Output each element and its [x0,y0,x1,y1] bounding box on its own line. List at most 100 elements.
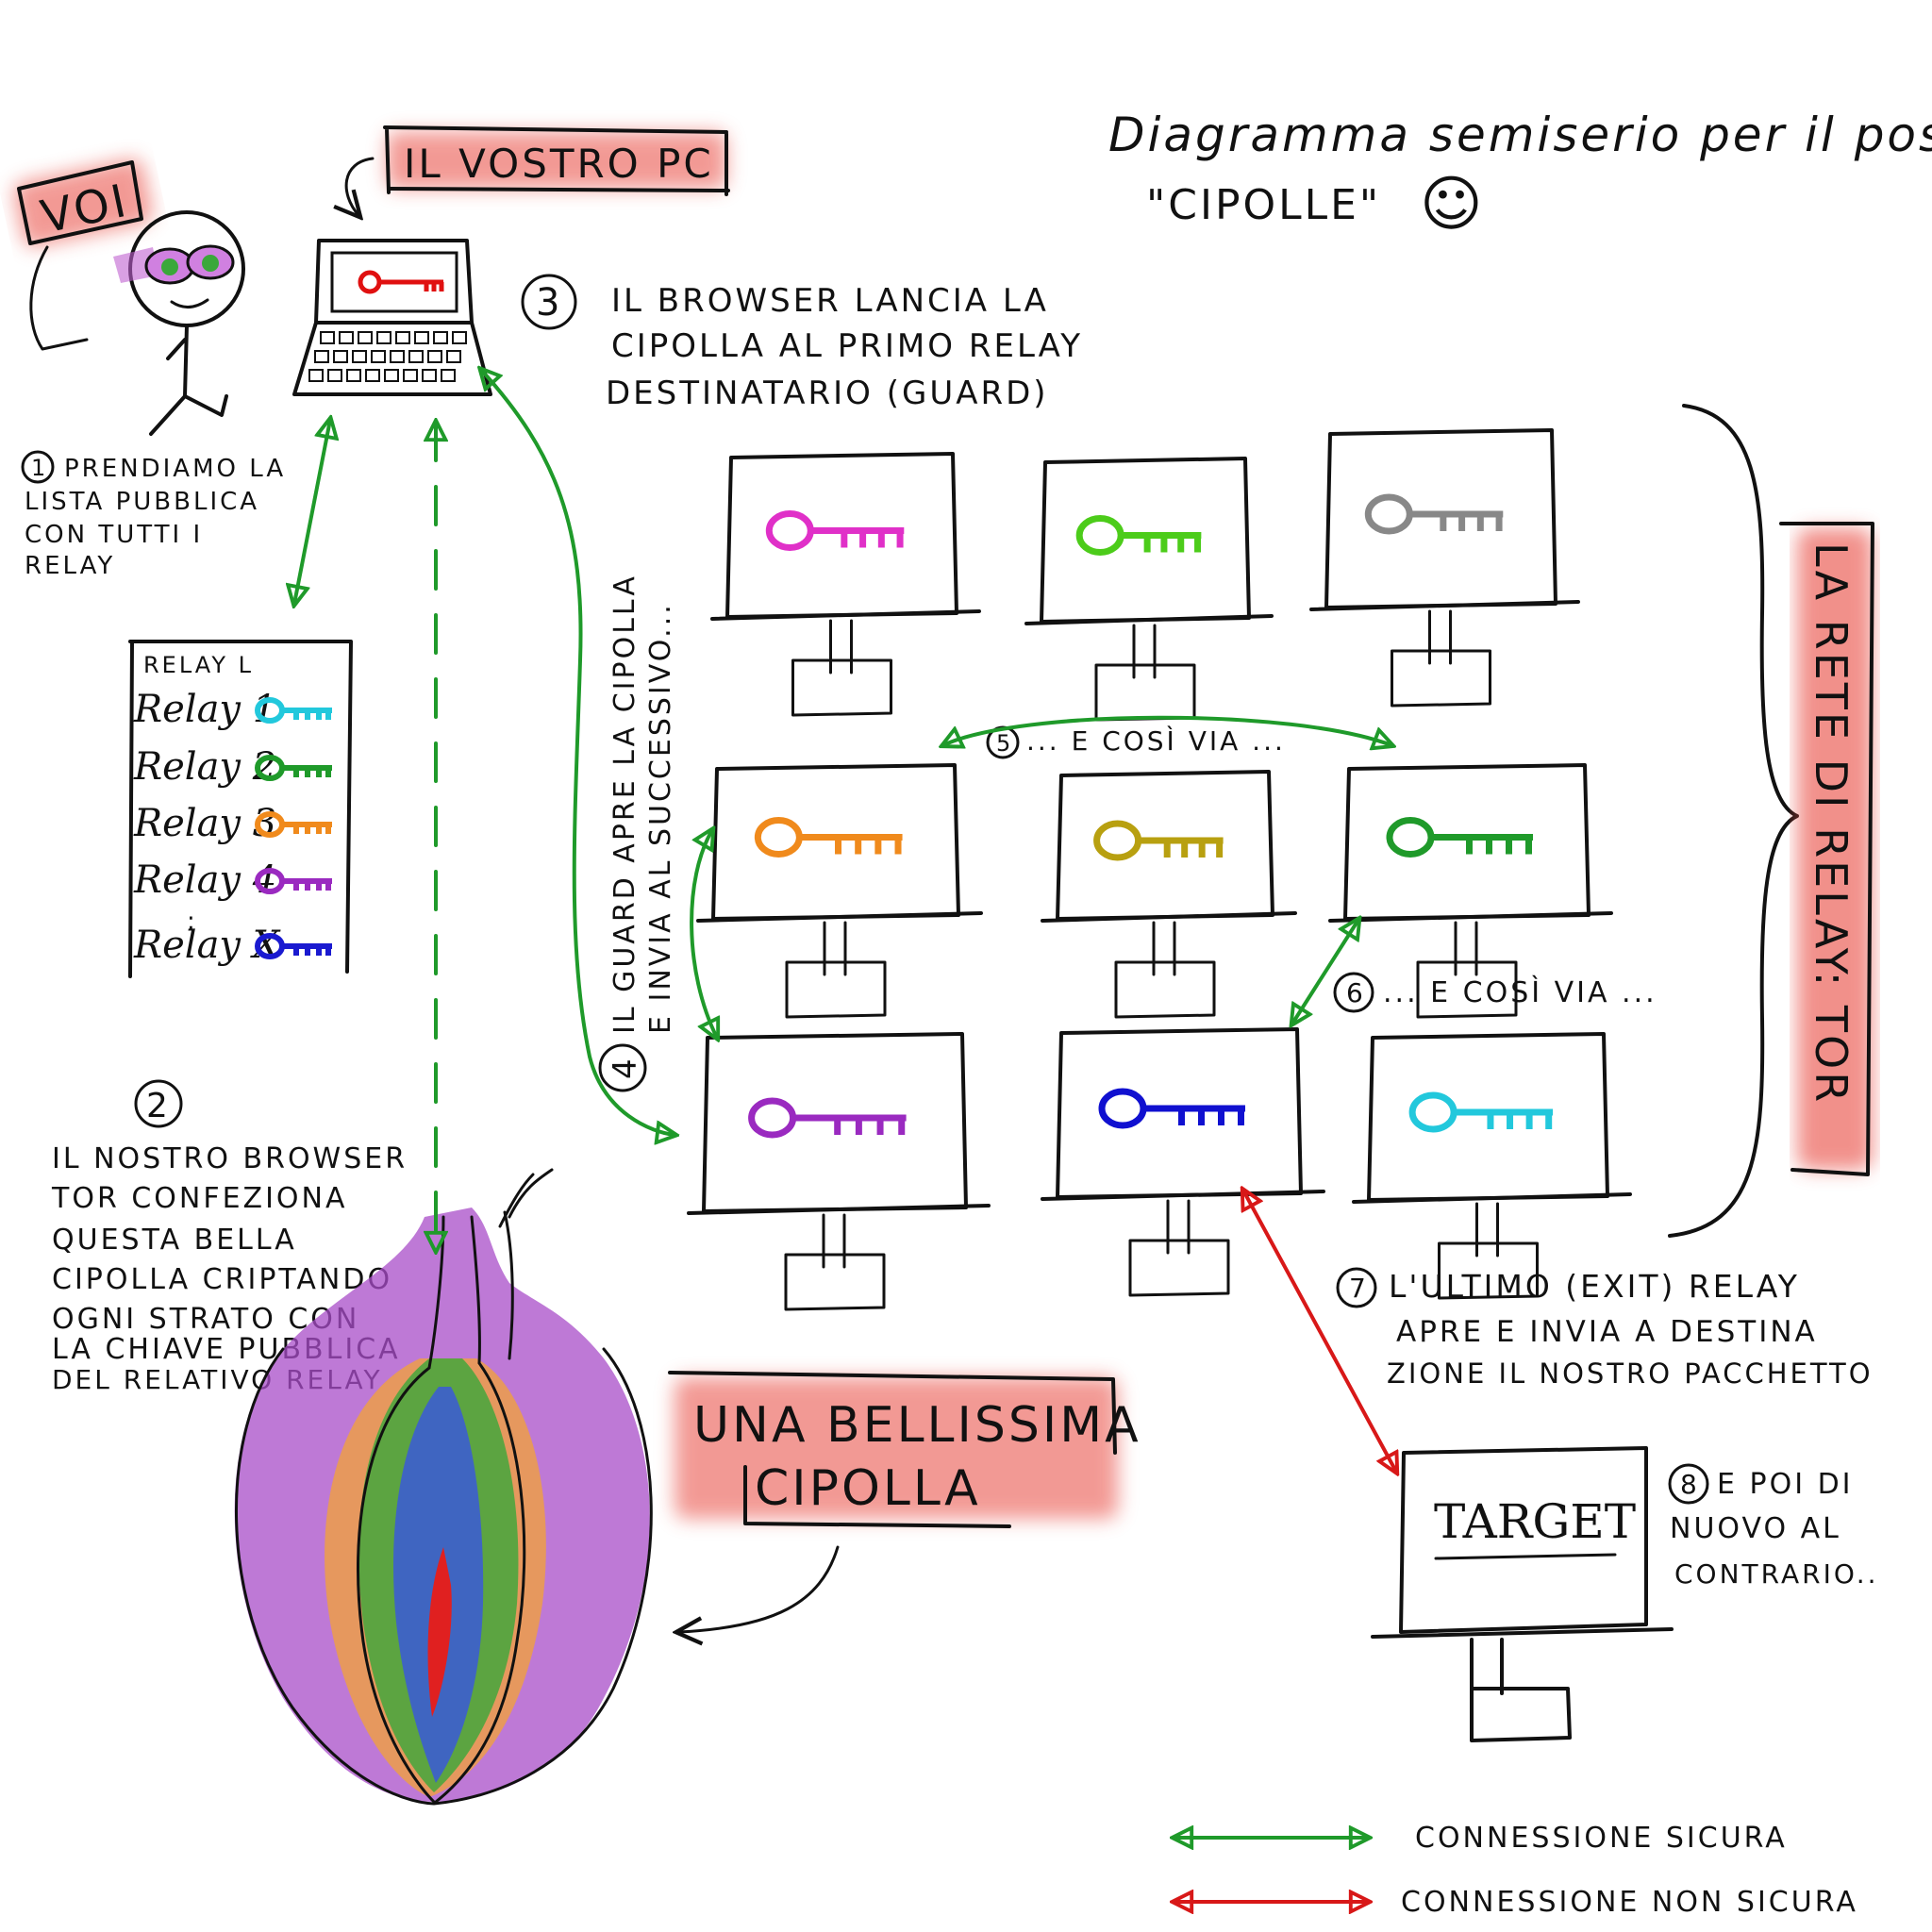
tor-network-label: LA RETE DI RELAY: TOR [1806,542,1857,1105]
pc-banner: IL VOSTRO PC [383,125,730,196]
step-8-number: 8 [1680,1469,1700,1500]
step-7-number: 7 [1349,1273,1369,1304]
title-line-1: Diagramma semiserio per il post [1108,108,1932,162]
svg-text:LISTA PUBBLICA: LISTA PUBBLICA [25,488,259,516]
svg-text:... E COSÌ VIA ...: ... E COSÌ VIA ... [1383,975,1657,1009]
step-7: 7 L'ULTIMO (EXIT) RELAY APRE E INVIA A D… [1336,1267,1874,1390]
relay-list-name: Relay 1 [133,688,276,731]
relay-key-icon [754,817,903,858]
you-arrow-icon [29,245,89,351]
relay-list-key-icon [255,811,332,838]
relay-monitor [1041,1027,1325,1297]
step-6: 6 ... E COSÌ VIA ... [1333,972,1657,1013]
relay-grid [687,428,1632,1311]
arrow-exit-target [1243,1191,1396,1472]
relay-list-header: RELAY L [143,652,254,678]
svg-text:IL GUARD APRE LA CIPOLLA: IL GUARD APRE LA CIPOLLA [608,574,641,1034]
svg-text:CON TUTTI I: CON TUTTI I [25,521,203,549]
laptop-icon [292,239,492,396]
stick-figure-icon [113,210,245,436]
you-group: VOI [13,158,245,436]
svg-text:QUESTA BELLA: QUESTA BELLA [52,1224,297,1257]
svg-text:CIPOLLA CRIPTANDO: CIPOLLA CRIPTANDO [52,1263,392,1296]
arrow-step-5 [943,715,1391,745]
relay-list-key-icon [255,933,332,959]
relay-monitor [1041,770,1297,1019]
step-4-number: 4 [607,1056,644,1079]
onion-banner-line-1: UNA BELLISSIMA [693,1397,1141,1454]
step-6-number: 6 [1346,977,1366,1008]
onion-banner: UNA BELLISSIMA CIPOLLA [668,1371,1141,1528]
step-4: 4 IL GUARD APRE LA CIPOLLA E INVIA AL SU… [598,574,677,1092]
onion-banner-arrow-icon [679,1545,840,1632]
svg-text:IL BROWSER LANCIA LA: IL BROWSER LANCIA LA [611,282,1049,320]
relay-key-icon [1098,1088,1245,1129]
smiley-icon: ☺ [1420,170,1486,240]
svg-text:E POI DI: E POI DI [1717,1468,1854,1501]
svg-text:DESTINATARIO (GUARD): DESTINATARIO (GUARD) [606,375,1049,412]
svg-text:APRE E INVIA A DESTINA: APRE E INVIA A DESTINA [1396,1315,1818,1349]
step-1-number: 1 [31,455,48,481]
svg-text:... E COSÌ VIA ...: ... E COSÌ VIA ... [1026,724,1286,757]
tor-network-banner: LA RETE DI RELAY: TOR [1779,522,1874,1176]
legend-insecure-label: CONNESSIONE NON SICURA [1401,1886,1858,1919]
pc-key-icon [358,270,444,294]
relay-list-name: Relay 4 [133,858,276,902]
relay-monitor [696,763,983,1019]
svg-text:RELAY: RELAY [25,552,115,580]
step-3-number: 3 [536,281,562,325]
relay-list-key-icon [255,697,332,724]
relay-list-name: Relay 3 [133,802,276,845]
svg-text:IL NOSTRO BROWSER: IL NOSTRO BROWSER [52,1142,408,1175]
relay-list-key-icon [255,868,332,894]
relay-monitor [687,1032,991,1311]
arrow-guard-next [690,830,717,1038]
onion-banner-line-2: CIPOLLA [755,1460,981,1517]
relay-monitor [1024,457,1274,722]
target-label: TARGET [1434,1494,1636,1549]
legend-secure-label: CONNESSIONE SICURA [1415,1822,1788,1855]
connections [294,370,1396,1472]
tor-network-brace [1668,404,1799,1238]
svg-text:NUOVO AL: NUOVO AL [1670,1512,1841,1545]
arrow-pc-guard [481,370,675,1135]
relay-key-icon [1093,820,1224,861]
relay-list-key-icon [255,755,332,781]
svg-text:TOR CONFEZIONA: TOR CONFEZIONA [51,1182,348,1215]
svg-text:E INVIA AL SUCCESSIVO...: E INVIA AL SUCCESSIVO... [644,602,677,1034]
relay-list-ellipsis: : [187,908,198,936]
relay-list-name: Relay 2 [133,745,276,789]
svg-text:L'ULTIMO (EXIT) RELAY: L'ULTIMO (EXIT) RELAY [1389,1268,1800,1305]
pc-label: IL VOSTRO PC [404,141,714,187]
relay-key-icon [1408,1091,1554,1133]
svg-text:PRENDIAMO LA: PRENDIAMO LA [64,455,286,483]
relay-monitor [1309,428,1580,708]
step-3: 3 IL BROWSER LANCIA LA CIPOLLA AL PRIMO … [521,274,1083,412]
pc-pointer-arrow-icon [346,157,375,215]
step-8: 8 E POI DI NUOVO AL CONTRARIO.. [1668,1463,1879,1590]
svg-text:ZIONE IL NOSTRO PACCHETTO: ZIONE IL NOSTRO PACCHETTO [1387,1357,1874,1390]
relay-key-icon [1364,493,1504,535]
target-monitor: TARGET [1371,1446,1674,1742]
step-1: 1 PRENDIAMO LA LISTA PUBBLICA CON TUTTI … [21,450,286,580]
relay-key-icon [1386,817,1533,858]
relay-monitor [710,452,981,717]
step-5-number: 5 [996,730,1013,757]
step-5: 5 ... E COSÌ VIA ... [986,724,1286,759]
arrow-pc-relay-list [294,420,330,604]
you-banner: VOI [13,158,153,247]
title-line-2: "CIPOLLE" [1146,181,1381,229]
arrow-step-6 [1292,920,1358,1024]
relay-key-icon [1075,515,1202,556]
onion-icon [234,1168,653,1806]
relay-key-icon [748,1097,907,1139]
step-2-number: 2 [146,1087,171,1125]
svg-text:CONTRARIO..: CONTRARIO.. [1674,1558,1879,1590]
relay-monitor [1352,1032,1632,1300]
svg-text:CIPOLLA AL PRIMO RELAY: CIPOLLA AL PRIMO RELAY [611,327,1083,365]
relay-monitor [1328,763,1613,1019]
diagram-title: Diagramma semiserio per il post "CIPOLLE… [1108,108,1932,240]
